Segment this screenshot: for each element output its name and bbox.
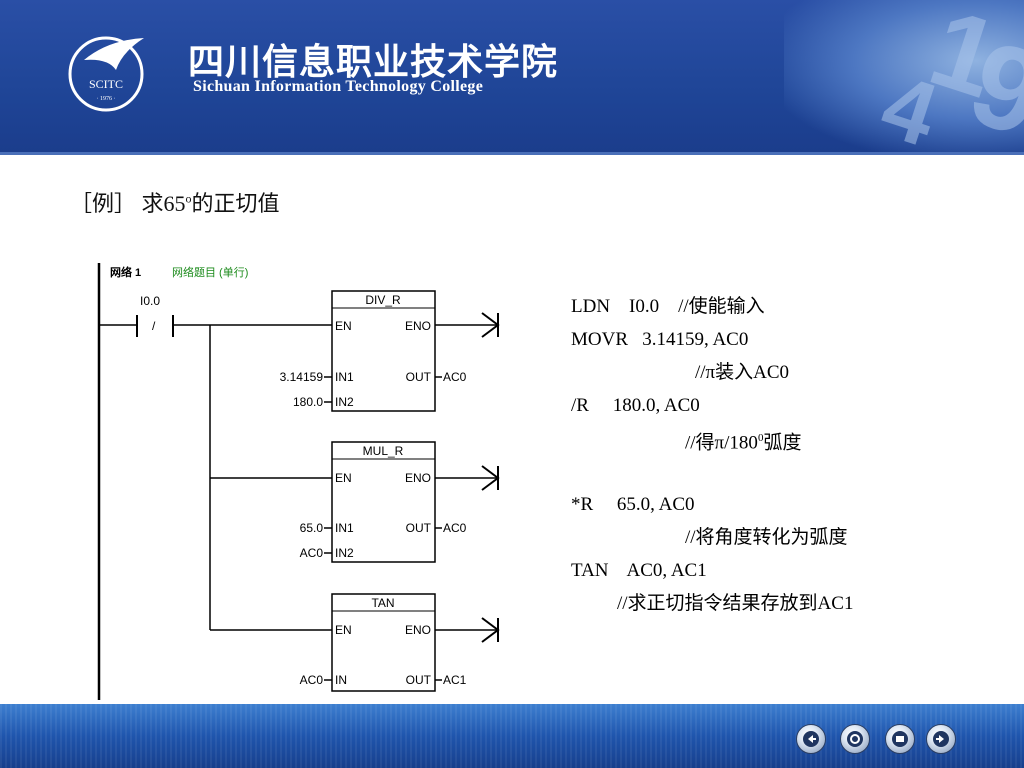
en-pin: EN (335, 623, 352, 637)
contact-symbol: / (152, 319, 156, 333)
code-blank (571, 455, 853, 488)
code-comment: //π装入AC0 (695, 362, 790, 383)
code-line: /R 180.0, AC0 (571, 395, 700, 416)
header-divider (0, 152, 1024, 155)
in2-value: AC0 (300, 546, 324, 560)
next-button[interactable] (926, 724, 956, 754)
network-label: 网络 1 (110, 265, 141, 279)
en-pin: EN (335, 471, 352, 485)
header-banner: 1 9 4 SCITC · 1976 · 四川信息职业技术学院 Sichuan … (0, 0, 1024, 152)
out-value: AC1 (443, 673, 467, 687)
in1-pin: IN1 (335, 370, 354, 384)
eno-pin: ENO (405, 471, 431, 485)
eno-pin: ENO (405, 623, 431, 637)
block-name: DIV_R (365, 293, 401, 307)
code-line: TAN AC0, AC1 (571, 560, 707, 581)
code-line: LDN I0.0 //使能输入 (571, 296, 765, 317)
out-pin: OUT (406, 521, 432, 535)
en-pin: EN (335, 319, 352, 333)
in1-value: 3.14159 (280, 370, 324, 384)
in2-pin: IN2 (335, 546, 354, 560)
out-value: AC0 (443, 521, 467, 535)
stop-icon (892, 731, 908, 747)
in1-pin: IN1 (335, 521, 354, 535)
out-pin: OUT (406, 370, 432, 384)
in2-value: 180.0 (293, 395, 323, 409)
block-name: TAN (371, 596, 394, 610)
code-comment-text: 弧度 (763, 432, 802, 454)
stop-button[interactable] (885, 724, 915, 754)
mul-r-block: MUL_R EN ENO IN1 IN2 OUT 65.0 AC0 AC0 (300, 441, 500, 563)
code-comment: //求正切指令结果存放到AC1 (617, 593, 854, 614)
degree-superscript: 0 (757, 432, 764, 444)
in-value: AC0 (300, 673, 324, 687)
block-name: MUL_R (363, 444, 404, 458)
home-button[interactable] (840, 724, 870, 754)
next-icon (933, 731, 949, 747)
degree-superscript: o (185, 191, 192, 206)
in1-value: 65.0 (300, 521, 324, 535)
stl-code-block: LDN I0.0 //使能输入 MOVR 3.14159, AC0 //π装入A… (571, 290, 853, 620)
example-text-after: 的正切值 (191, 191, 280, 216)
logo-text: SCITC (89, 77, 123, 91)
example-title: ［例］ 求65o的正切值 (70, 186, 280, 218)
tan-block: TAN EN ENO IN OUT AC0 AC1 (300, 593, 500, 692)
footer-texture (0, 704, 1024, 768)
code-line: MOVR 3.14159, AC0 (571, 329, 749, 350)
code-comment: //得π/1800弧度 (571, 422, 853, 455)
ladder-diagram: 网络 1 网络题目 (单行) I0.0 / DIV_R EN ENO IN1 I… (97, 263, 500, 700)
prev-button[interactable] (796, 724, 826, 754)
college-logo: SCITC · 1976 · (68, 36, 144, 112)
in-pin: IN (335, 673, 347, 687)
out-value: AC0 (443, 370, 467, 384)
contact-address: I0.0 (140, 294, 160, 308)
code-comment: //将角度转化为弧度 (685, 527, 848, 548)
header-decoration: 1 9 4 (784, 0, 1024, 152)
example-prefix: ［例］ (70, 191, 137, 216)
prev-icon (803, 731, 819, 747)
eno-pin: ENO (405, 319, 431, 333)
code-line: *R 65.0, AC0 (571, 494, 695, 515)
out-pin: OUT (406, 673, 432, 687)
network-comment: 网络题目 (单行) (172, 265, 248, 279)
in2-pin: IN2 (335, 395, 354, 409)
deco-digit: 4 (869, 55, 949, 152)
div-r-block: DIV_R EN ENO IN1 IN2 OUT 3.14159 180.0 A… (280, 290, 500, 412)
logo-year: · 1976 · (97, 96, 116, 102)
school-name-en: Sichuan Information Technology College (193, 78, 484, 95)
school-name-cn: 四川信息职业技术学院 (188, 41, 559, 83)
code-comment-text: //得π/180 (685, 432, 758, 454)
home-icon (847, 731, 863, 747)
example-text-before: 求65 (141, 191, 186, 216)
